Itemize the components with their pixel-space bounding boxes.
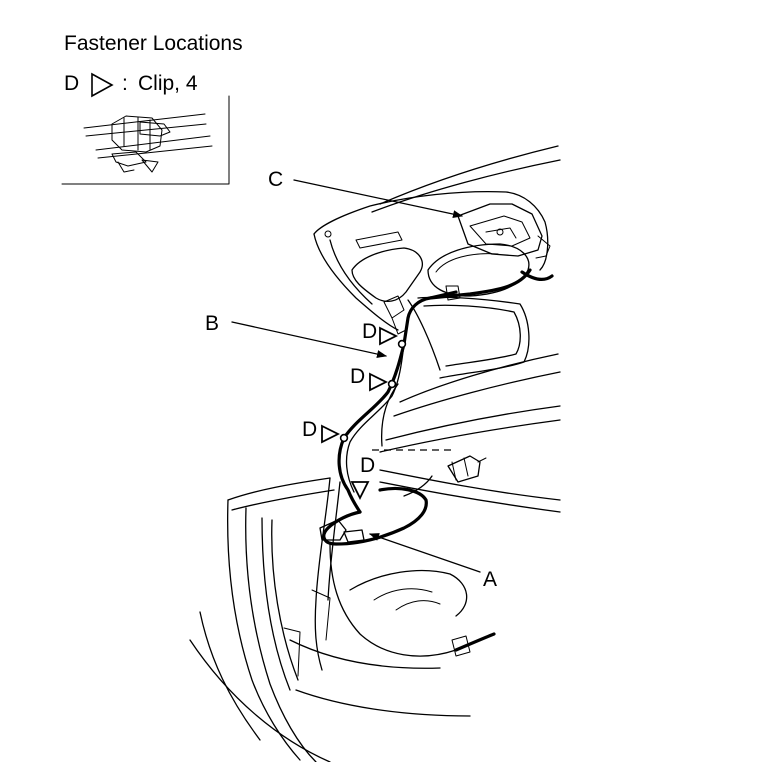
callout-b: B — [205, 312, 219, 335]
leader-a — [369, 533, 481, 573]
clip-triangle-icon — [379, 326, 399, 346]
wire-harness — [319, 268, 554, 657]
legend-separator: : — [122, 72, 128, 95]
inset-frame — [61, 95, 230, 185]
diagram-title: Fastener Locations — [64, 32, 243, 55]
callout-a: A — [483, 568, 497, 591]
legend-text: Clip, 4 — [138, 72, 198, 95]
leader-lines — [231, 179, 481, 573]
vehicle-body — [189, 145, 561, 762]
callout-c: C — [268, 168, 283, 191]
clip-detail-inset — [61, 95, 230, 185]
clip-triangle-icon — [350, 481, 370, 501]
callout-d: D — [350, 365, 365, 388]
clip-markers — [321, 326, 399, 501]
callout-d: D — [362, 320, 377, 343]
leader-b — [231, 321, 387, 358]
component-b-connector — [383, 295, 407, 335]
component-c-unit — [457, 203, 551, 259]
clip-triangle-icon — [321, 424, 341, 444]
legend-letter: D — [64, 72, 79, 95]
clip-triangle-icon — [369, 372, 389, 392]
legend-row: D : Clip, 4 — [64, 72, 198, 98]
deck-connector — [447, 455, 487, 483]
clip-triangle-icon — [91, 72, 114, 98]
leader-c — [293, 179, 463, 219]
callout-d: D — [302, 418, 317, 441]
callout-d: D — [360, 454, 375, 477]
